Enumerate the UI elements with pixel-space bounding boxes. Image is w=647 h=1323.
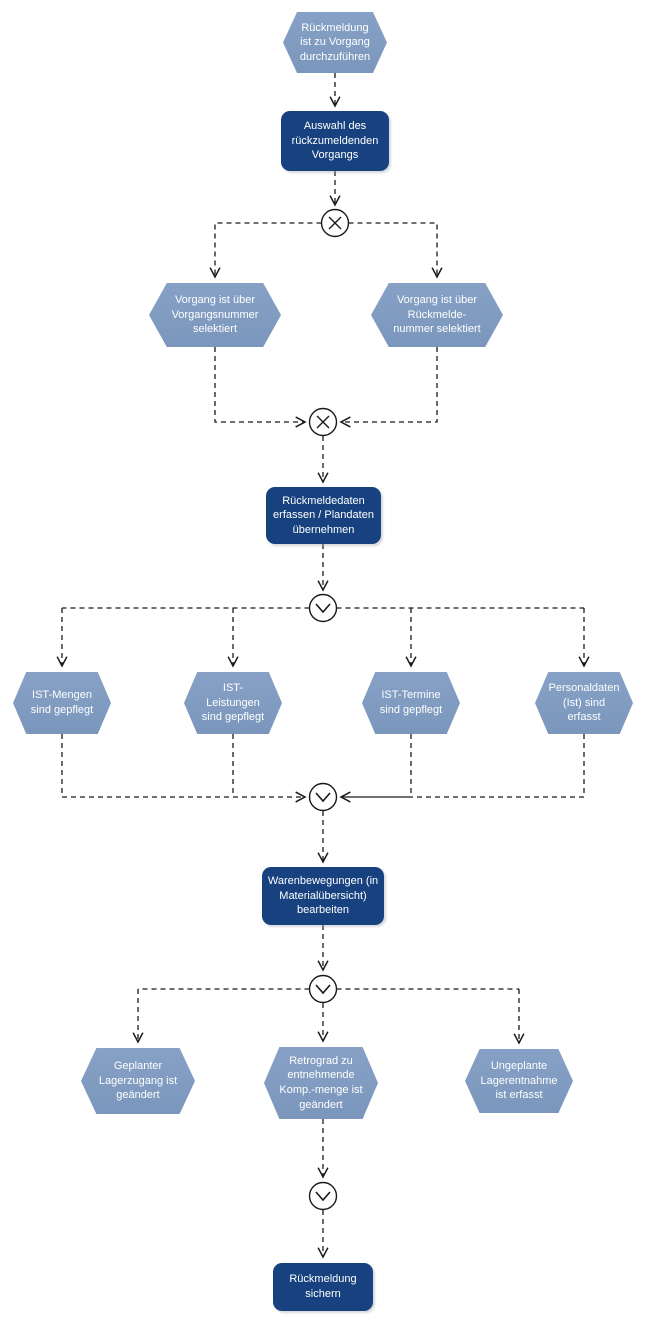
or-icon — [315, 603, 331, 614]
event-label: Geplanter Lagerzugang ist geändert — [98, 1060, 178, 1102]
event-label: Vorgang ist über Rückmelde-nummer selekt… — [393, 294, 481, 336]
event-ist-leistungen[interactable]: IST-Leistungen sind gepflegt — [184, 672, 282, 734]
xor-connector-join[interactable] — [308, 407, 338, 437]
event-ist-termine[interactable]: IST-Termine sind gepflegt — [362, 672, 460, 734]
xor-connector-split[interactable] — [320, 208, 350, 238]
event-label: Ungeplante Lagerentnahme ist erfasst — [480, 1060, 558, 1102]
event-personaldaten[interactable]: Personaldaten (Ist) sind erfasst — [535, 672, 633, 734]
function-label: Rückmeldung sichern — [289, 1273, 357, 1300]
event-geplanter-lagerzugang[interactable]: Geplanter Lagerzugang ist geändert — [81, 1048, 195, 1114]
or-connector-join-2[interactable] — [308, 1181, 338, 1211]
event-label: IST-Mengen sind gepflegt — [30, 689, 94, 716]
function-auswahl-vorgang[interactable]: Auswahl des rückzumeldenden Vorgangs — [281, 111, 389, 171]
event-label: Rückmeldung ist zu Vorgang durchzuführen — [299, 21, 371, 63]
function-rueckmeldedaten-erfassen[interactable]: Rückmeldedaten erfassen / Plandaten über… — [266, 487, 381, 544]
function-label: Rückmeldedaten erfassen / Plandaten über… — [273, 494, 374, 536]
event-label: Personaldaten (Ist) sind erfasst — [548, 682, 620, 724]
xor-icon — [328, 216, 342, 230]
function-label: Auswahl des rückzumeldenden Vorgangs — [291, 120, 379, 162]
or-connector-split-1[interactable] — [308, 593, 338, 623]
event-ungeplante-lagerentnahme[interactable]: Ungeplante Lagerentnahme ist erfasst — [465, 1049, 573, 1113]
or-connector-join-1[interactable] — [308, 782, 338, 812]
or-icon — [315, 984, 331, 995]
event-retrograd-kompmenge[interactable]: Retrograd zu entnehmende Komp.-menge ist… — [264, 1047, 378, 1119]
function-warenbewegungen-bearbeiten[interactable]: Warenbewegungen (in Materialübersicht) b… — [262, 867, 384, 925]
event-label: IST-Termine sind gepflegt — [379, 689, 443, 716]
dashed-edges — [56, 73, 590, 1259]
event-label: Vorgang ist über Vorgangsnummer selektie… — [171, 294, 259, 336]
function-rueckmeldung-sichern[interactable]: Rückmeldung sichern — [273, 1263, 373, 1311]
function-label: Warenbewegungen (in Materialübersicht) b… — [267, 875, 379, 917]
event-label: Retrograd zu entnehmende Komp.-menge ist… — [279, 1054, 363, 1111]
or-icon — [315, 792, 331, 803]
event-vorgang-ueber-vorgangsnummer[interactable]: Vorgang ist über Vorgangsnummer selektie… — [149, 283, 281, 347]
event-vorgang-ueber-rueckmeldenummer[interactable]: Vorgang ist über Rückmelde-nummer selekt… — [371, 283, 503, 347]
or-icon — [315, 1191, 331, 1202]
or-connector-split-2[interactable] — [308, 974, 338, 1004]
event-ist-mengen[interactable]: IST-Mengen sind gepflegt — [13, 672, 111, 734]
event-label: IST-Leistungen sind gepflegt — [201, 682, 265, 724]
xor-icon — [316, 415, 330, 429]
event-rueckmeldung-durchzufuehren[interactable]: Rückmeldung ist zu Vorgang durchzuführen — [283, 12, 387, 73]
